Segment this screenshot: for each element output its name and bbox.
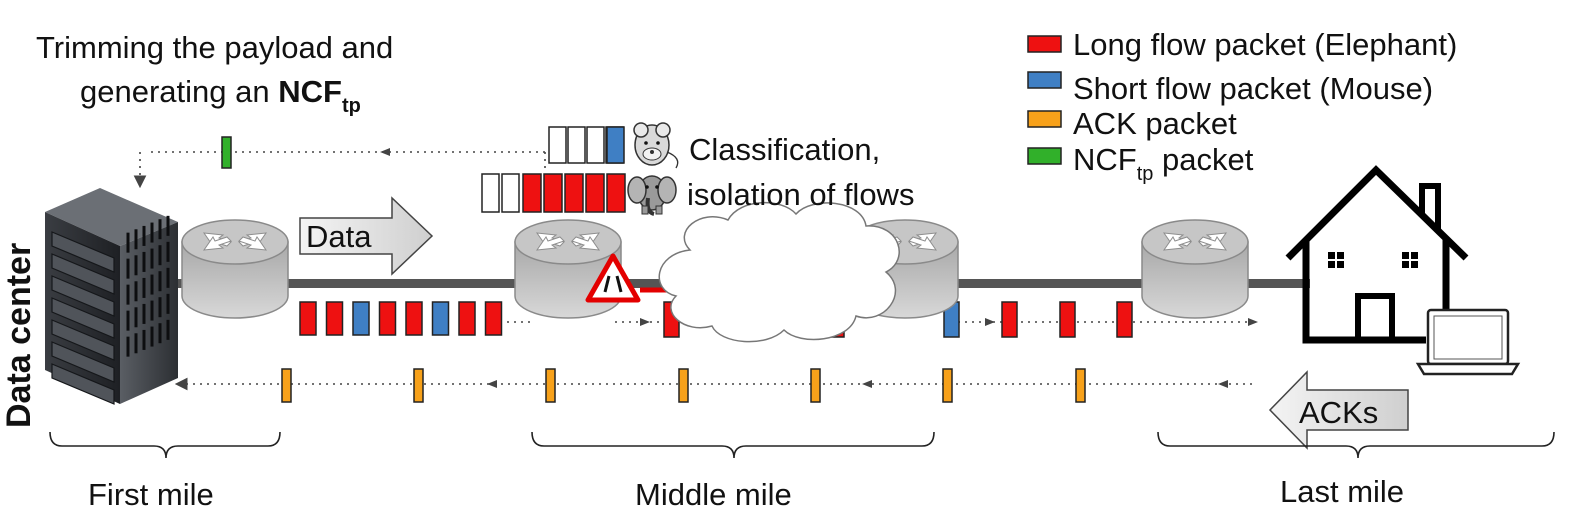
elephant-packet	[325, 301, 344, 336]
elephant-packet	[484, 301, 503, 336]
legend-swatch-ncf	[1027, 147, 1062, 165]
rack-bay	[51, 341, 115, 383]
mouse-packet	[431, 301, 450, 336]
legend-swatch-mouse	[1027, 71, 1062, 89]
queue-slot-mouse	[606, 126, 625, 164]
legend-label-mouse: Short flow packet (Mouse)	[1073, 71, 1433, 106]
first-mile-label: First mile	[88, 477, 214, 512]
queue-slot-empty	[567, 126, 586, 164]
queue-slot-empty	[586, 126, 605, 164]
router-icon	[181, 219, 289, 319]
queue-slot-elephant	[543, 173, 563, 213]
rack-bay	[51, 363, 115, 405]
elephant-packet	[405, 301, 423, 336]
data-path	[299, 301, 1258, 338]
elephant-icon	[627, 175, 677, 216]
laptop-icon	[1415, 308, 1521, 376]
ncf-return-path	[133, 136, 546, 189]
ack-packet	[810, 368, 821, 403]
first-mile-brace	[49, 431, 281, 459]
mouse-packet	[352, 301, 370, 336]
rack-bay	[51, 297, 115, 339]
elephant-packet	[458, 301, 476, 336]
queue-slot-empty	[548, 126, 567, 164]
queue-slot-empty	[501, 173, 520, 213]
legend-swatch-elephant	[1027, 35, 1062, 53]
ack-packet	[545, 368, 556, 403]
legend-swatch-ack	[1027, 110, 1062, 128]
rack-bay	[51, 253, 115, 295]
rack-bay	[51, 231, 115, 273]
data-arrow-label: Data	[306, 219, 372, 254]
middle-mile-brace	[531, 431, 935, 459]
mouse-icon	[633, 122, 679, 169]
rack-bay	[51, 275, 115, 317]
elephant-packet	[378, 301, 397, 336]
last-mile-brace	[1157, 431, 1555, 459]
server-rack-icon	[45, 188, 178, 405]
trim-caption-line1: Trimming the payload and	[36, 30, 393, 65]
acks-arrow-label: ACKs	[1299, 395, 1378, 430]
elephant-packet	[1001, 301, 1018, 338]
middle-mile-label: Middle mile	[635, 477, 792, 512]
data-center-label: Data center	[0, 243, 38, 428]
classification-line1: Classification,	[689, 132, 880, 167]
house-icon	[1285, 165, 1469, 344]
mouse-queue	[548, 126, 625, 164]
queue-slot-elephant	[606, 173, 626, 213]
router-icon	[1141, 219, 1249, 319]
elephant-packet	[1059, 301, 1076, 338]
data-arrow: Data	[299, 196, 434, 276]
ack-packet	[1075, 368, 1086, 403]
ack-packet	[281, 368, 292, 403]
elephant-packet	[299, 301, 317, 336]
classification-line2: isolation of flows	[687, 177, 914, 212]
legend: Long flow packet (Elephant) Short flow p…	[1027, 27, 1457, 185]
queue-slot-elephant	[522, 173, 542, 213]
ack-packet	[678, 368, 689, 403]
queue-slot-elephant	[585, 173, 605, 213]
ack-path	[174, 368, 1252, 403]
elephant-packet	[1116, 301, 1133, 338]
trim-caption-line2: generating an NCFtp	[80, 74, 361, 117]
legend-label-ack: ACK packet	[1073, 106, 1237, 141]
legend-label-elephant: Long flow packet (Elephant)	[1073, 27, 1457, 62]
rack-bay	[51, 319, 115, 361]
queue-slot-empty	[481, 173, 500, 213]
elephant-queue	[481, 173, 626, 213]
queue-slot-elephant	[564, 173, 584, 213]
road-narrows-warning-icon	[585, 253, 670, 303]
legend-label-ncf: NCFtp packet	[1073, 142, 1254, 185]
last-mile-label: Last mile	[1280, 474, 1404, 509]
ncf-packet	[221, 136, 232, 169]
ack-packet	[942, 368, 953, 403]
cloud-icon	[658, 202, 900, 343]
acks-arrow: ACKs	[1268, 370, 1409, 450]
ack-packet	[413, 368, 424, 403]
